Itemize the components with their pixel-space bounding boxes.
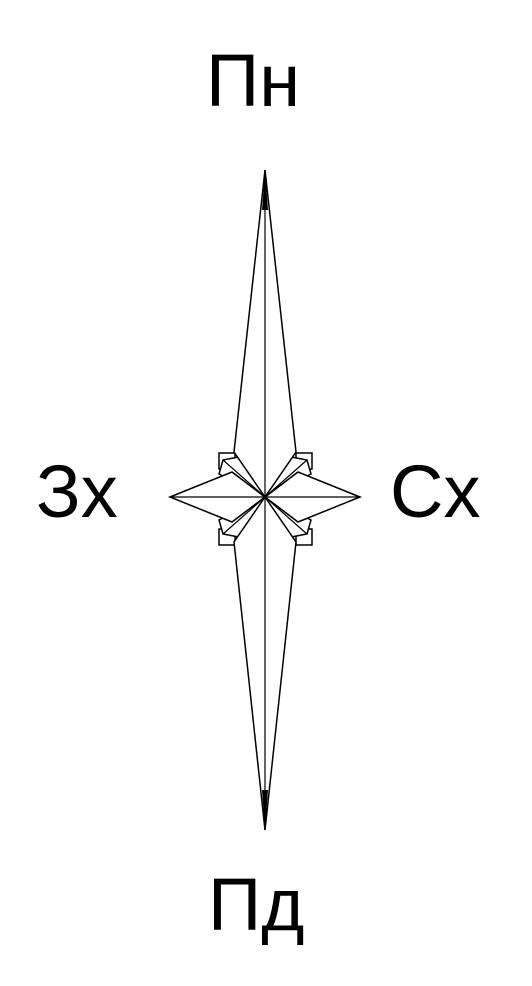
south-tip [262, 790, 268, 830]
west-label: Зх [36, 450, 118, 533]
north-label: Пн [206, 39, 301, 122]
south-label: Пд [208, 863, 305, 946]
north-tip [262, 170, 268, 210]
compass-tips [262, 170, 268, 830]
east-label: Сх [390, 450, 481, 533]
compass-construction-lines [170, 170, 360, 830]
